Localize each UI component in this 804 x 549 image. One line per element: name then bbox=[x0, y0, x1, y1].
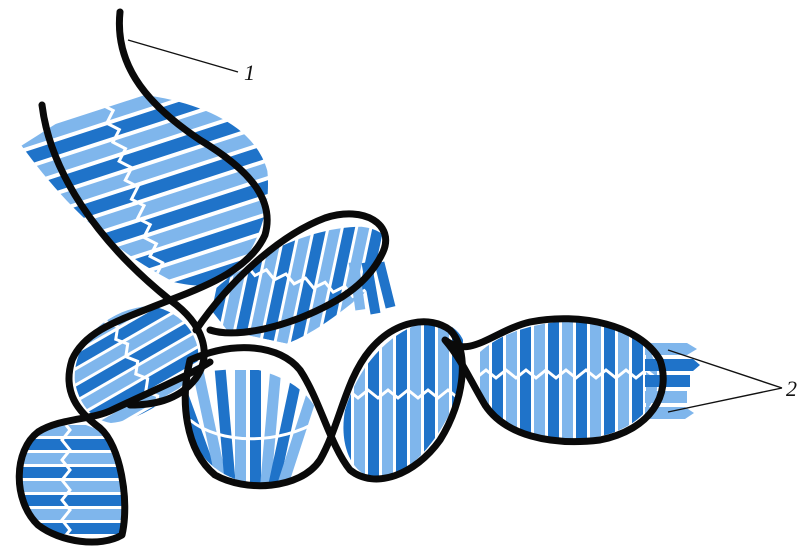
label-1: 1 bbox=[244, 60, 255, 85]
backbone-strand bbox=[15, 8, 667, 546]
loop-helix bbox=[185, 369, 325, 485]
leader-line-1 bbox=[127, 39, 239, 73]
bottom-left-helix bbox=[20, 422, 127, 541]
right-helix bbox=[480, 320, 657, 440]
label-2: 2 bbox=[786, 376, 797, 401]
middle-helix bbox=[343, 321, 467, 479]
leader-lines-2 bbox=[667, 349, 783, 413]
